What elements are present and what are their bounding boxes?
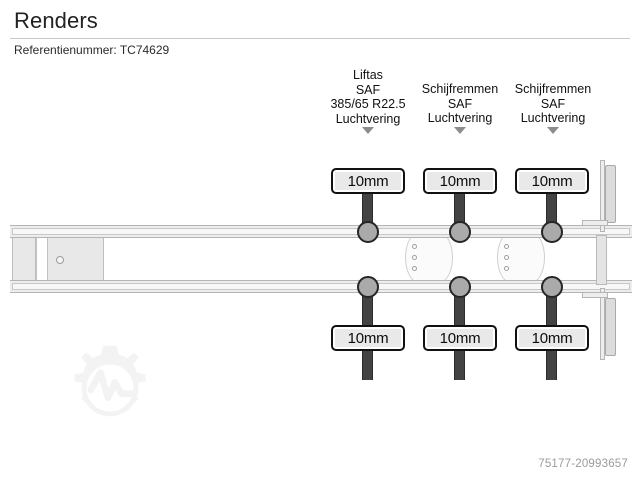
axle-3-caret-icon <box>547 126 559 134</box>
measurement-value: 10mm <box>439 172 481 190</box>
axle-label-2: Schijfremmen SAF Luchtvering <box>400 82 520 134</box>
axle-hub-2-top <box>449 221 471 243</box>
axle-2-type: Schijfremmen <box>421 82 499 96</box>
header-divider <box>10 38 630 39</box>
axle-hub-2-bottom <box>449 276 471 298</box>
rear-vertical-post <box>596 235 607 285</box>
measurement-value: 10mm <box>347 329 389 347</box>
measurement-value: 10mm <box>531 329 573 347</box>
chassis-rib-1 <box>36 230 37 285</box>
kingpin-hole <box>56 256 64 264</box>
measurement-value: 10mm <box>531 172 573 190</box>
rear-lower-lip <box>582 292 608 298</box>
axle-1-type: Liftas <box>353 68 383 82</box>
measurement-value: 10mm <box>439 329 481 347</box>
axle-label-1: Liftas SAF 385/65 R22.5 Luchtvering <box>305 68 431 134</box>
chassis-top-rail-inner <box>12 228 630 235</box>
kingpin-plate <box>12 230 36 285</box>
axle-label-3: Schijfremmen SAF Luchtvering <box>493 82 613 134</box>
rear-upper-bumper <box>605 165 616 223</box>
axle-2-brand: SAF <box>447 96 473 111</box>
bogie-bolt-2a <box>504 244 509 249</box>
trailer-drawing-canvas: Liftas SAF 385/65 R22.5 Luchtvering Schi… <box>0 60 640 450</box>
measurement-box-axle-1-bottom[interactable]: 10mm <box>331 325 405 351</box>
bogie-bolt-1c <box>412 266 417 271</box>
bogie-bolt-1a <box>412 244 417 249</box>
axle-hub-3-top <box>541 221 563 243</box>
rear-lower-bumper <box>605 298 616 356</box>
measurement-box-axle-2-top[interactable]: 10mm <box>423 168 497 194</box>
axle-2-suspension: Luchtvering <box>427 111 493 125</box>
axle-hub-1-bottom <box>357 276 379 298</box>
axle-hub-1-top <box>357 221 379 243</box>
measurement-box-axle-3-top[interactable]: 10mm <box>515 168 589 194</box>
axle-1-suspension: Luchtvering <box>335 111 401 126</box>
page-title: Renders <box>14 8 98 33</box>
rear-lower-tab <box>600 288 605 360</box>
measurement-box-axle-1-top[interactable]: 10mm <box>331 168 405 194</box>
chassis-rib-2 <box>47 230 48 285</box>
chassis-bottom-rail-inner <box>12 283 630 290</box>
footer-code: 75177-20993657 <box>538 458 628 470</box>
rear-upper-lip <box>582 220 608 226</box>
axle-1-brand: SAF <box>355 82 381 97</box>
axle-2-caret-icon <box>454 126 466 134</box>
measurement-box-axle-3-bottom[interactable]: 10mm <box>515 325 589 351</box>
measurement-value: 10mm <box>347 172 389 190</box>
bogie-bolt-2c <box>504 266 509 271</box>
axle-3-brand: SAF <box>540 96 566 111</box>
measurement-box-axle-2-bottom[interactable]: 10mm <box>423 325 497 351</box>
bogie-bolt-1b <box>412 255 417 260</box>
axle-3-suspension: Luchtvering <box>520 111 586 125</box>
bogie-bolt-2b <box>504 255 509 260</box>
axle-1-caret-icon <box>362 127 374 134</box>
reference-number: Referentienummer: TC74629 <box>14 43 170 57</box>
axle-1-tyre: 385/65 R22.5 <box>330 97 406 111</box>
rear-upper-tab <box>600 160 605 232</box>
page-header: Renders Referentienummer: TC74629 <box>0 0 640 60</box>
axle-3-type: Schijfremmen <box>514 82 592 96</box>
axle-hub-3-bottom <box>541 276 563 298</box>
